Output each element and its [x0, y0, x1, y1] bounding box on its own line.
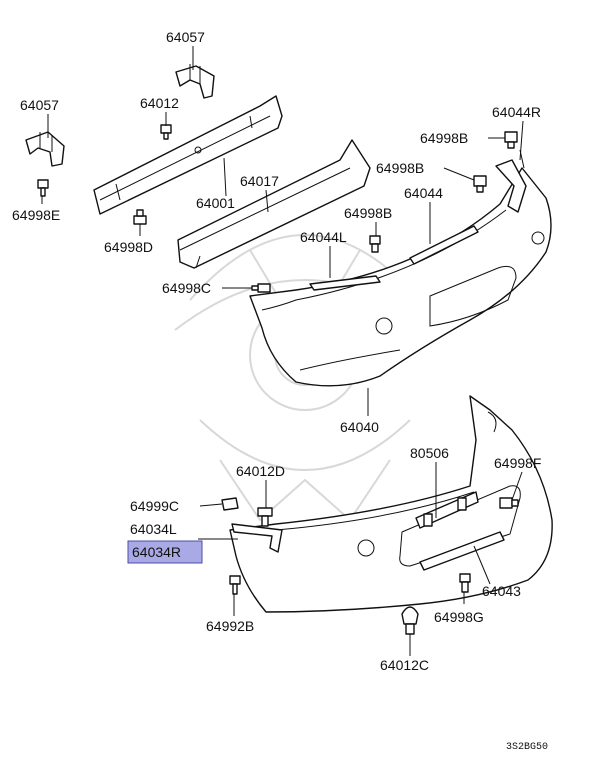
reinforcement-64001	[93, 95, 283, 215]
bracket-64057-left	[25, 131, 65, 167]
bracket-64034	[231, 523, 283, 553]
label-64044r[interactable]: 64044R	[492, 104, 541, 120]
clip-64999c	[221, 497, 239, 511]
leader-lines	[41, 46, 524, 656]
strip-64044l	[309, 275, 381, 291]
label-64034l[interactable]: 64034L	[130, 521, 177, 537]
bracket-64057-upper	[175, 64, 215, 99]
label-64057-left[interactable]: 64057	[20, 97, 59, 113]
label-64001[interactable]: 64001	[196, 195, 235, 211]
absorber-64017	[177, 139, 371, 269]
bolt-64998b-low	[369, 235, 381, 253]
strip-64043	[419, 531, 505, 571]
label-64998b-3[interactable]: 64998B	[344, 205, 392, 221]
label-64998d[interactable]: 64998D	[104, 239, 153, 255]
label-64044[interactable]: 64044	[404, 185, 443, 201]
strip-64044	[409, 225, 479, 265]
label-64998b-1[interactable]: 64998B	[420, 130, 468, 146]
label-64998b-2[interactable]: 64998B	[376, 160, 424, 176]
bolt-64998b-mid	[473, 175, 487, 193]
diagram-code: 3S2BG50	[506, 742, 548, 753]
bolt-64998c	[251, 283, 271, 293]
bolt-64998g	[459, 573, 471, 593]
bolt-64012	[160, 124, 172, 140]
label-64998f[interactable]: 64998F	[494, 455, 541, 471]
clip-64012c	[401, 606, 419, 635]
label-64998c[interactable]: 64998C	[162, 280, 211, 296]
highlight-box	[127, 540, 203, 564]
label-80506[interactable]: 80506	[410, 445, 449, 461]
bracket-80506	[415, 491, 479, 529]
label-64012c[interactable]: 64012C	[380, 657, 429, 673]
label-64040[interactable]: 64040	[340, 419, 379, 435]
label-64034r[interactable]: 64034R	[132, 544, 181, 560]
part-labels: 64057 64057 64012 64044R 64998B 64998B 6…	[12, 29, 541, 673]
bolt-64998e	[37, 179, 49, 197]
bolt-64998d	[133, 209, 147, 225]
label-64012[interactable]: 64012	[140, 95, 179, 111]
bolt-64012d	[257, 507, 273, 527]
label-64999c[interactable]: 64999C	[130, 498, 179, 514]
label-64044l[interactable]: 64044L	[300, 229, 347, 245]
label-64012d[interactable]: 64012D	[236, 463, 285, 479]
bolt-64998b-top	[504, 131, 518, 149]
screw-64992b	[229, 575, 241, 595]
label-64998g[interactable]: 64998G	[434, 609, 484, 625]
bolt-64998f	[499, 497, 519, 509]
label-64017[interactable]: 64017	[240, 173, 279, 189]
label-64998e[interactable]: 64998E	[12, 207, 60, 223]
label-64043[interactable]: 64043	[482, 583, 521, 599]
label-64057-top[interactable]: 64057	[166, 29, 205, 45]
bumper-face-rear	[229, 395, 553, 613]
label-64992b[interactable]: 64992B	[206, 618, 254, 634]
